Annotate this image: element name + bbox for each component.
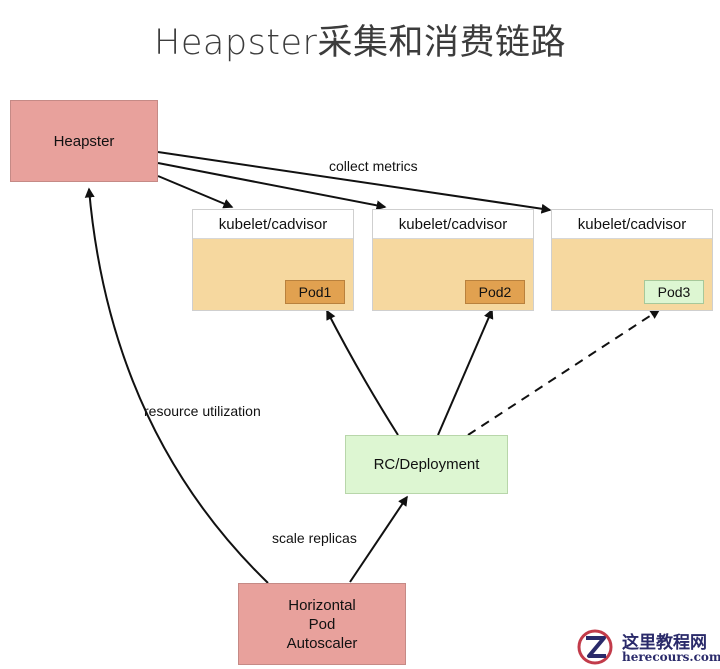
kubelet-node-2-header: kubelet/cadvisor: [373, 210, 533, 239]
hpa-label-line1: Horizontal: [288, 596, 356, 614]
heapster-box: Heapster: [10, 100, 158, 182]
watermark-emblem-icon: [577, 629, 613, 665]
hpa-label-line2: Pod: [308, 615, 336, 633]
arrow-hpa-to-deployment: [349, 495, 408, 583]
kubelet-node-3: kubelet/cadvisor Pod3: [551, 209, 713, 311]
kubelet-node-2: kubelet/cadvisor Pod2: [372, 209, 534, 311]
deployment-box: RC/Deployment: [345, 435, 508, 494]
pod-1: Pod1: [285, 280, 345, 304]
arrow-heapster-to-node1: [157, 175, 234, 209]
arrow-heapster-to-node3: [157, 151, 552, 214]
hpa-label-line3: Autoscaler: [286, 634, 358, 652]
arrow-deployment-to-pod1: [326, 309, 399, 436]
collect-metrics-label: collect metrics: [329, 158, 418, 174]
arrow-hpa-to-heapster: [84, 187, 269, 584]
heapster-label: Heapster: [53, 132, 115, 150]
watermark-logo: 这里教程网 herecours.com: [572, 626, 720, 669]
arrow-heapster-to-node2: [157, 162, 387, 211]
kubelet-node-3-header: kubelet/cadvisor: [552, 210, 712, 239]
kubelet-node-1: kubelet/cadvisor Pod1: [192, 209, 354, 311]
kubelet-node-1-header: kubelet/cadvisor: [193, 210, 353, 239]
page-title: Heapster采集和消费链路: [154, 23, 566, 63]
deployment-label: RC/Deployment: [373, 456, 480, 473]
watermark-name: 这里教程网: [622, 633, 707, 653]
resource-utilization-label: resource utilization: [144, 403, 261, 419]
pod-2: Pod2: [465, 280, 525, 304]
arrow-deployment-to-pod2: [437, 308, 494, 436]
hpa-box: Horizontal Pod Autoscaler: [238, 583, 406, 665]
arrow-deployment-to-pod3: [467, 309, 661, 436]
scale-replicas-label: scale replicas: [272, 530, 357, 546]
watermark-domain: herecours.com: [622, 650, 720, 664]
pod-3: Pod3: [644, 280, 704, 304]
